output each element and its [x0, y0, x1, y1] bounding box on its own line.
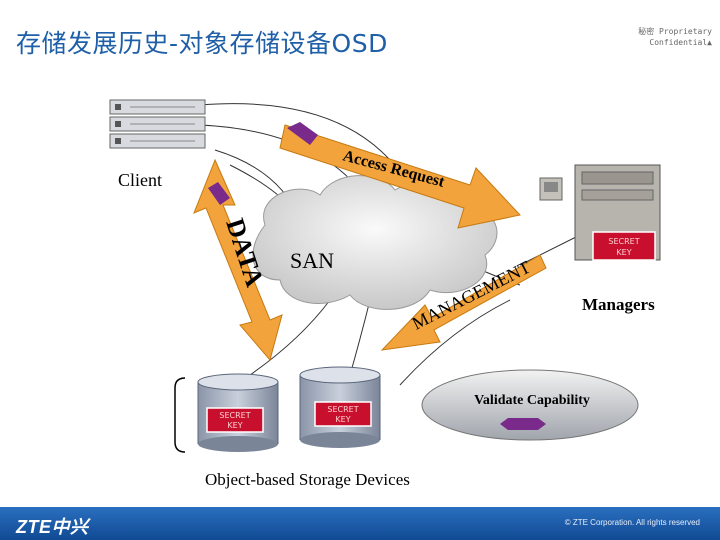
osd-secret-key: SECRET KEY — [314, 401, 372, 427]
secret-key-line2: KEY — [616, 248, 631, 257]
osd-disk — [197, 373, 279, 452]
san-label: SAN — [290, 248, 334, 273]
osd-label: Object-based Storage Devices — [205, 470, 410, 489]
server-unit — [109, 99, 206, 115]
osd-secret-key: SECRET KEY — [206, 407, 264, 433]
server-unit — [109, 116, 206, 132]
osd-bracket — [174, 377, 186, 453]
san-cloud — [252, 175, 498, 310]
osd-diagram: SAN Client Access Request — [109, 99, 661, 489]
confidential-line-1: 秘密 Proprietary — [638, 27, 712, 36]
page-title: 存储发展历史-对象存储设备OSD — [16, 29, 388, 58]
server-unit — [109, 133, 206, 149]
footer-bar: ZTE中兴 © ZTE Corporation. All rights rese… — [0, 507, 720, 540]
copyright-text: © ZTE Corporation. All rights reserved — [564, 518, 700, 527]
manager-tower — [539, 164, 661, 261]
secret-key-line1: SECRET — [327, 405, 358, 414]
manager-secret-key: SECRET KEY — [592, 231, 656, 261]
confidential-note: 秘密 Proprietary Confidential▲ — [602, 26, 712, 48]
client-servers — [109, 99, 206, 149]
confidential-line-2: Confidential▲ — [649, 38, 712, 47]
secret-key-line2: KEY — [227, 421, 242, 430]
secret-key-line2: KEY — [335, 415, 350, 424]
client-label: Client — [118, 170, 162, 190]
secret-key-line1: SECRET — [608, 237, 639, 246]
managers-label: Managers — [582, 295, 655, 314]
validate-label: Validate Capability — [474, 393, 590, 408]
validate-capability — [421, 369, 639, 441]
zte-logo: ZTE中兴 — [16, 517, 89, 537]
secret-key-line1: SECRET — [219, 411, 250, 420]
